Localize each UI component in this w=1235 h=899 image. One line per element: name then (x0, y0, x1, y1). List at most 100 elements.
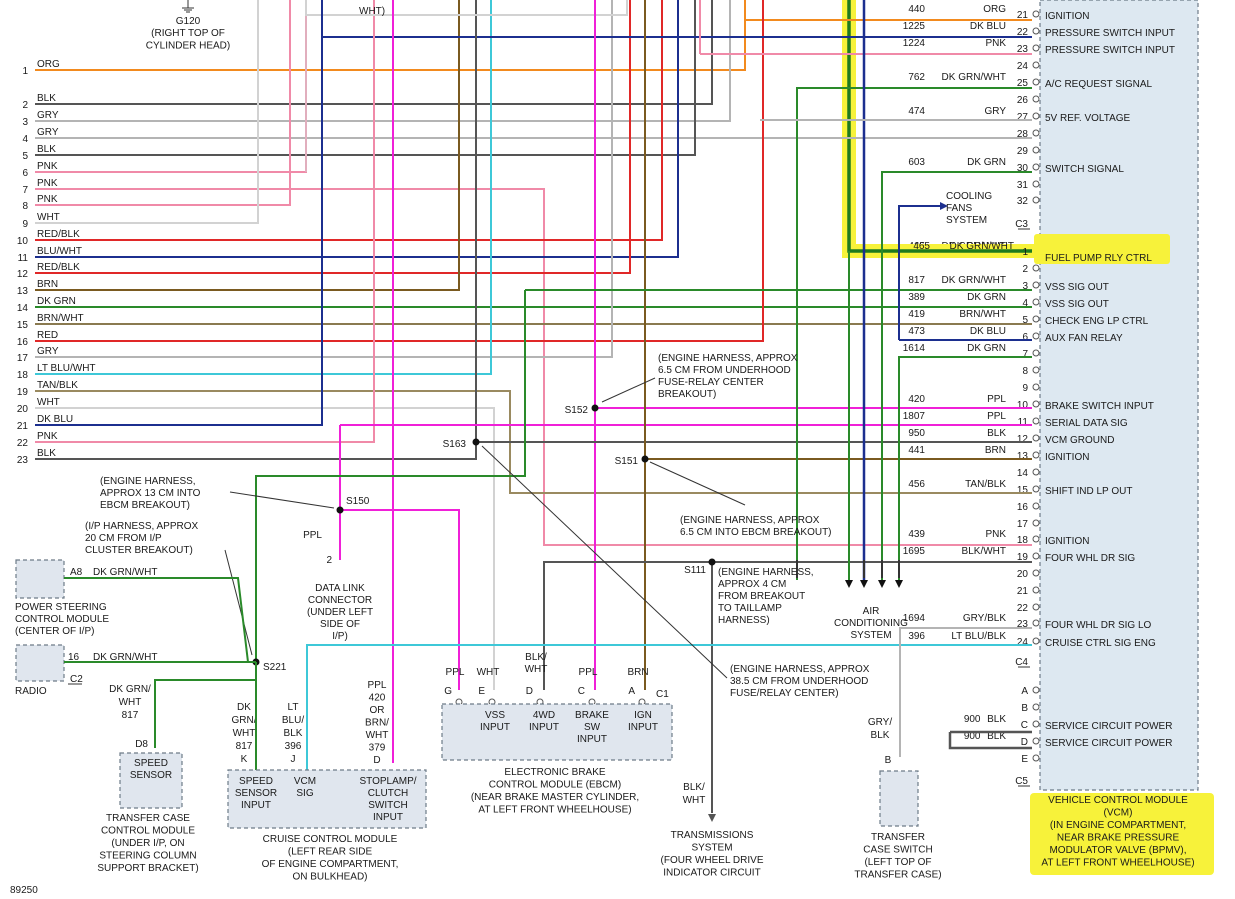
ebcm-input: INPUT (628, 722, 658, 733)
vcm-pin-label: BRAKE SWITCH INPUT (1045, 401, 1154, 412)
wire-dkblu-21 (35, 36, 1032, 426)
left-wire-number: 1 (22, 66, 28, 77)
ac-system-label: SYSTEM (850, 630, 891, 641)
tccm-pin: D8 (135, 739, 148, 750)
vcm-circuit-number: 465 (913, 241, 930, 252)
ccm-input-vcm: SIG (296, 788, 313, 799)
splice-note: 6.5 CM FROM UNDERHOOD (658, 365, 791, 376)
vcm-pin-number: 5 (1022, 315, 1028, 326)
vcm-pin-number: 23 (1017, 44, 1029, 55)
ccm-input-vcm: VCM (294, 776, 316, 787)
vcm-pin-label: PRESSURE SWITCH INPUT (1045, 28, 1175, 39)
vcm-circuit-number: 396 (908, 631, 925, 642)
vcm-pin-ring (1032, 468, 1040, 476)
vcm-pin-number: 21 (1017, 586, 1029, 597)
wire-gryblk-pin23 (899, 627, 1032, 757)
ebcm-input: VSS (485, 710, 505, 721)
wire-wht-9 (35, 0, 259, 224)
ccm-wire-1: WHT (233, 728, 256, 739)
vcm-circuit-number: 474 (908, 106, 925, 117)
left-wire-number: 15 (17, 320, 29, 331)
vcm-pin-ring (1032, 196, 1040, 204)
left-wire-number: 18 (17, 370, 29, 381)
vcm-circuit-number: 420 (908, 394, 925, 405)
vcm-wire-color: PNK (985, 529, 1006, 540)
vcm-pin-ring (1032, 112, 1040, 120)
vcm-circuit-number: 1695 (903, 546, 926, 557)
left-wire-color: GRY (37, 110, 59, 121)
tcs-label: TRANSFER CASE) (854, 870, 941, 881)
vcm-pin-number: 15 (1017, 485, 1029, 496)
ebcm-label: AT LEFT FRONT WHEELHOUSE) (478, 805, 631, 816)
splice-note: FUSE-RELAY CENTER (658, 377, 764, 388)
vcm-pin-number: 24 (1017, 61, 1029, 72)
vcm-circuit-number: 900 (964, 714, 981, 725)
pscm-label: CONTROL MODULE (15, 614, 109, 625)
left-wire-number: 12 (17, 269, 29, 280)
splice-note: (ENGINE HARNESS, (718, 567, 814, 578)
tccm-box (119, 752, 183, 809)
wire-wht-top (305, 0, 628, 16)
vcm-circuit-number: 1614 (903, 343, 926, 354)
ground-location: CYLINDER HEAD) (146, 41, 230, 52)
left-wire-color: PNK (37, 194, 58, 205)
vcm-pin-ring (1032, 298, 1040, 306)
tcs-label: CASE SWITCH (863, 845, 932, 856)
vcm-wire-color: PNK (985, 38, 1006, 49)
vcm-pin-ring (1032, 349, 1040, 357)
wire-ppl-ebcm-g (340, 509, 460, 690)
splice-s111 (708, 558, 716, 566)
wire-dkblu-auxfan (898, 205, 940, 340)
left-wire-color: RED/BLK (37, 229, 80, 240)
vcm-wire-color: DK BLU (970, 326, 1006, 337)
vcm-pin-ring (1032, 519, 1040, 527)
ccm-label: CRUISE CONTROL MODULE (263, 834, 398, 845)
left-wire-color: BLU/WHT (37, 246, 82, 257)
dlc-label: DATA LINK (315, 583, 365, 594)
left-wire-number: 20 (17, 404, 29, 415)
vcm-pin-label: SERVICE CIRCUIT POWER (1045, 738, 1172, 749)
left-wire-number: 3 (22, 117, 28, 128)
vcm-pin-number: 17 (1017, 519, 1029, 530)
splice-note: 6.5 CM INTO EBCM BREAKOUT) (680, 527, 832, 538)
splice-id: S111 (684, 565, 706, 576)
left-wire-number: 5 (22, 151, 28, 162)
vcm-circuit-number: 456 (908, 479, 925, 490)
vcm-pin-ring (1032, 619, 1040, 627)
ccm-wire-1: GRN/ (232, 715, 257, 726)
ccm-label: ON BULKHEAD) (292, 872, 367, 883)
trans-label: SYSTEM (691, 843, 732, 854)
vcm-pin-number: B (1021, 703, 1028, 714)
vcm-circuit-number: 1807 (903, 411, 926, 422)
vcm-wire-color: ORG (983, 4, 1006, 15)
vcm-pin-ring (1032, 754, 1040, 762)
vcm-circuit-number: 1694 (903, 613, 926, 624)
left-wire-number: 7 (22, 185, 28, 196)
ccm-wire-3: PPL (368, 680, 387, 691)
vcm-circuit-number: 1225 (903, 21, 926, 32)
ccm-wire-3: D (373, 755, 380, 766)
wire-org-1 (35, 0, 746, 71)
ebcm-pin: C (578, 686, 585, 697)
vcm-pin-number: 28 (1017, 129, 1029, 140)
radio-wire-color: DK GRN/WHT (93, 652, 157, 663)
splice-id: S150 (346, 496, 370, 507)
dlc-label: CONNECTOR (308, 595, 372, 606)
vcm-pin-number: 25 (1017, 78, 1029, 89)
splice-id: S151 (615, 456, 639, 467)
ground-location: (RIGHT TOP OF (151, 28, 225, 39)
left-wire-number: 23 (17, 455, 29, 466)
vcm-wire-color: DK GRN/WHT (950, 241, 1014, 252)
vcm-pin-ring (1032, 485, 1040, 493)
ccm-input-stoplamp: SWITCH (368, 800, 407, 811)
splice-note: FROM BREAKOUT (718, 591, 805, 602)
vcm-circuit-number: 950 (908, 428, 925, 439)
vcm-pin-ring (1032, 451, 1040, 459)
left-wire-number: 9 (22, 219, 28, 230)
vcm-pin-number: E (1021, 754, 1028, 765)
figure-id: 89250 (10, 885, 38, 896)
vcm-pin-number: 22 (1017, 603, 1029, 614)
wire-dkgrnwht-s221 (255, 290, 526, 660)
vcm-pin-label: IGNITION (1045, 452, 1089, 463)
vcm-pin-ring (1032, 603, 1040, 611)
